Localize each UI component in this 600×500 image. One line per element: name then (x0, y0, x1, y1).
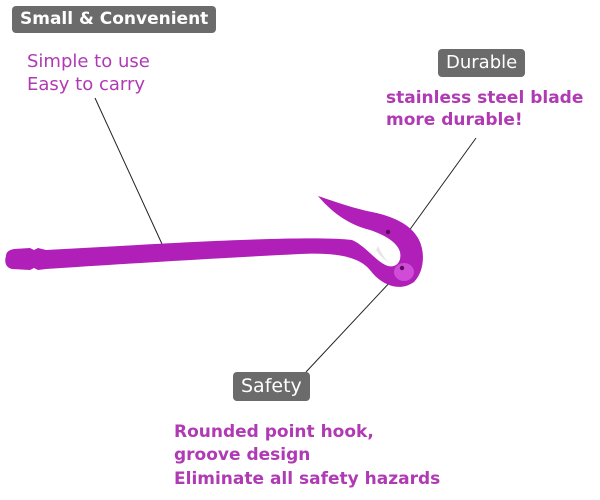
desc-line: Easy to carry (27, 74, 146, 96)
desc-small-convenient: Simple to use Easy to carry (27, 50, 150, 97)
desc-line: Simple to use (27, 51, 150, 72)
desc-line: Eliminate all safety hazards (174, 468, 441, 489)
badge-small-convenient: Small & Convenient (12, 6, 217, 33)
leader-line-small (94, 97, 163, 245)
leader-line-safety (305, 279, 393, 373)
desc-line: Rounded point hook, (174, 422, 374, 442)
badge-safety: Safety (233, 372, 310, 401)
desc-line: more durable! (386, 110, 523, 131)
desc-line: groove design (174, 445, 311, 466)
rounded-ball-tip (394, 263, 414, 281)
seam-ripper-tool (5, 196, 423, 287)
desc-line: stainless steel blade (386, 88, 584, 108)
desc-durable: stainless steel blade more durable! (386, 87, 583, 131)
leader-line-durable (397, 137, 477, 247)
steel-blade (376, 246, 392, 264)
desc-safety: Rounded point hook, groove design Elimin… (174, 421, 440, 491)
rivet-hole-lower (399, 265, 405, 271)
badge-durable: Durable (438, 49, 526, 77)
rivet-hole-upper (385, 229, 391, 235)
tool-body-shape (5, 196, 423, 287)
